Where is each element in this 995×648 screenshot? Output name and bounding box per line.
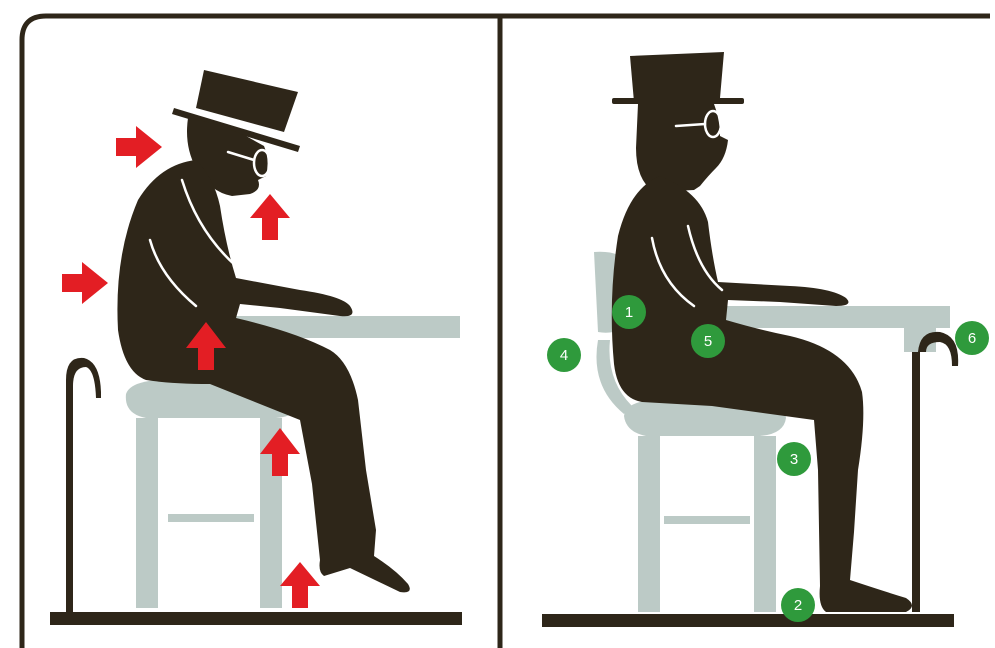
right-panel: 1 2 3 4 5 6 — [542, 52, 989, 627]
red-arrow-icon — [62, 262, 108, 304]
red-arrow-icon — [250, 194, 290, 240]
posture-marker-5: 5 — [691, 324, 725, 358]
posture-marker-4: 4 — [547, 338, 581, 372]
svg-text:1: 1 — [625, 304, 633, 321]
svg-text:4: 4 — [560, 347, 568, 364]
svg-text:6: 6 — [968, 330, 976, 347]
red-arrow-icon — [280, 562, 320, 608]
svg-text:2: 2 — [794, 597, 802, 614]
floor-left — [50, 612, 462, 625]
svg-text:3: 3 — [790, 451, 798, 468]
svg-text:5: 5 — [704, 333, 712, 350]
cane-icon — [912, 332, 958, 612]
posture-marker-6: 6 — [955, 321, 989, 355]
red-arrow-icon — [116, 126, 162, 168]
posture-marker-2: 2 — [781, 588, 815, 622]
left-panel — [50, 70, 462, 625]
top-hat-icon — [630, 52, 724, 102]
floor-right — [542, 614, 954, 627]
cane-icon — [66, 358, 101, 612]
stool-left — [126, 378, 300, 608]
posture-marker-1: 1 — [612, 295, 646, 329]
posture-marker-3: 3 — [777, 442, 811, 476]
